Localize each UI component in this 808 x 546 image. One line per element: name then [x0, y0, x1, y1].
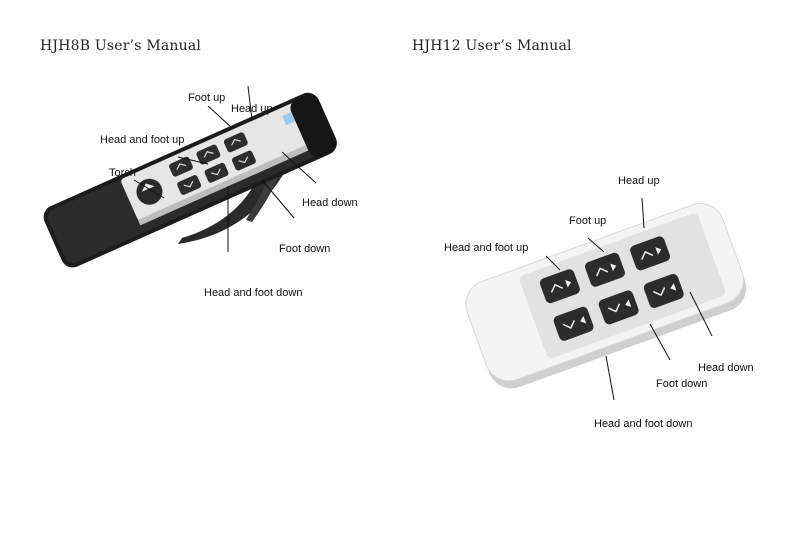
label-hjh8b-foot-up: Foot up — [188, 92, 226, 104]
label-hjh12-head-up: Head up — [618, 175, 660, 187]
manual-title-hjh8b: HJH8B User’s Manual — [40, 38, 202, 54]
label-hjh8b-head-and-foot-up: Head and foot up — [100, 134, 185, 146]
label-hjh12-foot-up: Foot up — [569, 215, 607, 227]
hjh12-remote-image — [465, 197, 747, 401]
label-hjh8b-torch: Torch — [109, 167, 136, 179]
label-hjh12-head-and-foot-up: Head and foot up — [444, 242, 529, 254]
label-hjh8b-head-and-foot-down: Head and foot down — [204, 287, 303, 299]
label-hjh12-head-and-foot-down: Head and foot down — [594, 418, 693, 430]
label-hjh12-foot-down: Foot down — [656, 378, 708, 390]
label-hjh8b-head-down: Head down — [302, 197, 358, 209]
manual-title-hjh12: HJH12 User’s Manual — [412, 38, 572, 54]
hjh8b-remote-image — [43, 85, 337, 268]
label-hjh12-head-down: Head down — [698, 362, 754, 374]
label-hjh8b-head-up: Head up — [231, 103, 273, 115]
label-hjh8b-foot-down: Foot down — [279, 243, 331, 255]
